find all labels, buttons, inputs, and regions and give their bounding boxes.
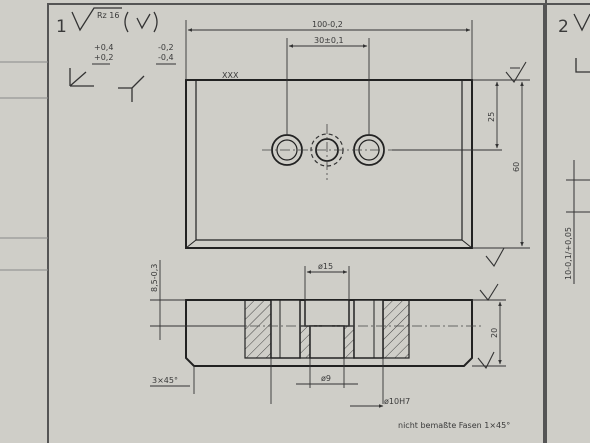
bore-right — [353, 299, 384, 359]
roughness-check-icon — [71, 7, 122, 32]
part-marking: XXX — [222, 71, 239, 80]
frame-2-angle-icon — [575, 58, 590, 73]
bore-left — [270, 299, 301, 359]
surface-mark-section-top — [479, 283, 499, 301]
general-note: nicht bemaßte Fasen 1×45° — [398, 421, 510, 430]
counterbore-center — [304, 299, 350, 327]
hatch-center-right — [343, 325, 355, 359]
hole-offset-value: 25 — [487, 112, 496, 122]
angle-symbol-2 — [118, 75, 145, 102]
surface-mark-section-bottom — [477, 351, 495, 370]
hatch-right — [382, 299, 410, 359]
frame-2-roughness-icon — [573, 13, 590, 32]
thickness-value: 20 — [490, 328, 499, 338]
hatch-left — [244, 299, 272, 359]
surface-roughness-value: Rz 16 — [97, 11, 119, 20]
tolerance-lower-1: +0,2 — [94, 53, 113, 62]
frame-1-border — [47, 3, 545, 443]
surface-mark-top-right — [505, 61, 527, 83]
fit-bore-value: ø10H7 — [384, 397, 410, 406]
section-view: ø15 8,5-0,3 20 ø9 ø10H7 3×45° — [150, 260, 506, 408]
overall-width-value: 100-0,2 — [312, 20, 343, 29]
height-value: 60 — [512, 162, 521, 172]
surface-mark-bottom-right — [485, 247, 505, 267]
angle-symbol-1 — [69, 68, 94, 87]
frame-2-side-dimension: 10-0,1/+0,05 — [564, 227, 573, 280]
tolerance-lower-2: -0,4 — [158, 53, 174, 62]
counterbore-depth-value: 8,5-0,3 — [150, 264, 159, 292]
frame-1-number: 1 — [56, 17, 67, 37]
chamfer-value: 3×45° — [152, 376, 178, 385]
top-view: XXX 100-0,2 30±0,1 60 25 — [185, 20, 530, 267]
bore-diameter-value: ø9 — [321, 374, 331, 383]
roughness-general-icon — [124, 11, 158, 33]
frame-2-number: 2 — [558, 17, 569, 37]
bore-center — [309, 325, 345, 359]
tolerance-upper-1: +0,4 — [94, 43, 113, 52]
counterbore-diameter-value: ø15 — [318, 262, 333, 271]
chamfer-corner-right — [461, 239, 473, 249]
top-view-outline — [185, 79, 473, 249]
hatch-center-left — [299, 325, 311, 359]
hole-spacing-value: 30±0,1 — [314, 36, 344, 45]
chamfer-corner-left — [185, 239, 197, 249]
tolerance-upper-2: -0,2 — [158, 43, 174, 52]
